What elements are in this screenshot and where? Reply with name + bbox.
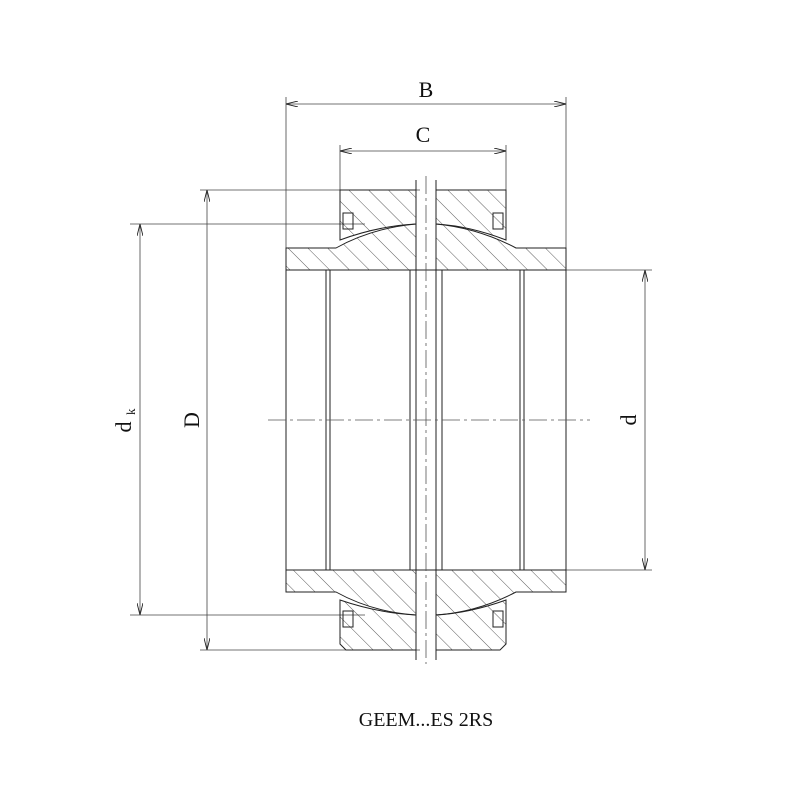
drawing-caption: GEEM...ES 2RS [359, 709, 493, 731]
seal-top-right [492, 212, 504, 230]
dim-label-C: C [416, 122, 431, 147]
dimension-lines [140, 104, 645, 650]
seal-top-left [342, 212, 354, 230]
dim-label-dk-sub: k [123, 408, 138, 415]
center-lines [268, 176, 590, 664]
seal-bottom-right [492, 610, 504, 628]
dim-label-dk: d k [111, 408, 138, 433]
outer-ring-bottom-right [435, 599, 507, 651]
dim-label-B: B [419, 77, 434, 102]
dim-label-d: d [616, 415, 641, 426]
bearing-body [285, 180, 567, 660]
seal-bottom-left [342, 610, 354, 628]
extension-lines [130, 97, 652, 651]
outer-ring-bottom [339, 599, 417, 651]
dim-label-dk-main: d [111, 422, 136, 433]
dim-label-D: D [179, 412, 204, 428]
